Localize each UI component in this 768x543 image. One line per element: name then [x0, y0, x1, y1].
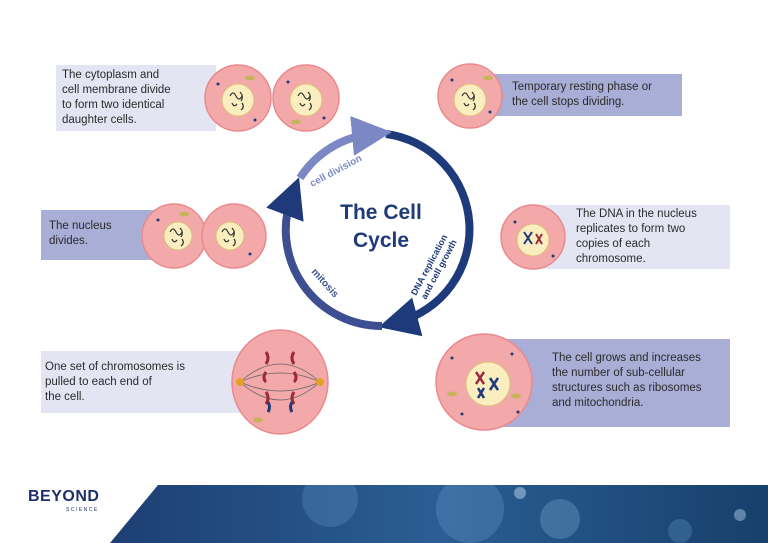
resting-description: Temporary resting phase or the cell stop… — [482, 74, 682, 116]
growth-description: The cell grows and increases the number … — [490, 339, 730, 427]
brand-name: BEYOND — [28, 488, 100, 505]
interphase-arrow — [378, 130, 474, 337]
daughter-cell-left — [204, 64, 272, 132]
daughter-cell-right — [272, 64, 340, 132]
footer-banner — [110, 485, 768, 543]
dividing-cell — [141, 203, 267, 269]
cycle-arrows — [266, 115, 474, 337]
growing-cell — [435, 333, 533, 431]
diagram-title: The Cell Cycle — [340, 201, 422, 252]
brand-logo: BEYOND SCIENCE — [28, 488, 100, 513]
resting-cell — [437, 63, 503, 129]
replicating-cell — [500, 204, 566, 270]
mitosis-arrow — [266, 177, 383, 331]
brand-tagline: SCIENCE — [66, 507, 99, 513]
replication-description: The DNA in the nucleus replicates to for… — [540, 205, 730, 269]
cell-cycle-diagram: cell division mitosis DNA replication an… — [141, 63, 566, 435]
cytokinesis-description: The cytoplasm and cell membrane divide t… — [56, 65, 216, 131]
cell-division-arrow — [296, 115, 392, 181]
anaphase-description: One set of chromosomes is pulled to each… — [41, 351, 256, 413]
anaphase-cell — [231, 329, 329, 435]
